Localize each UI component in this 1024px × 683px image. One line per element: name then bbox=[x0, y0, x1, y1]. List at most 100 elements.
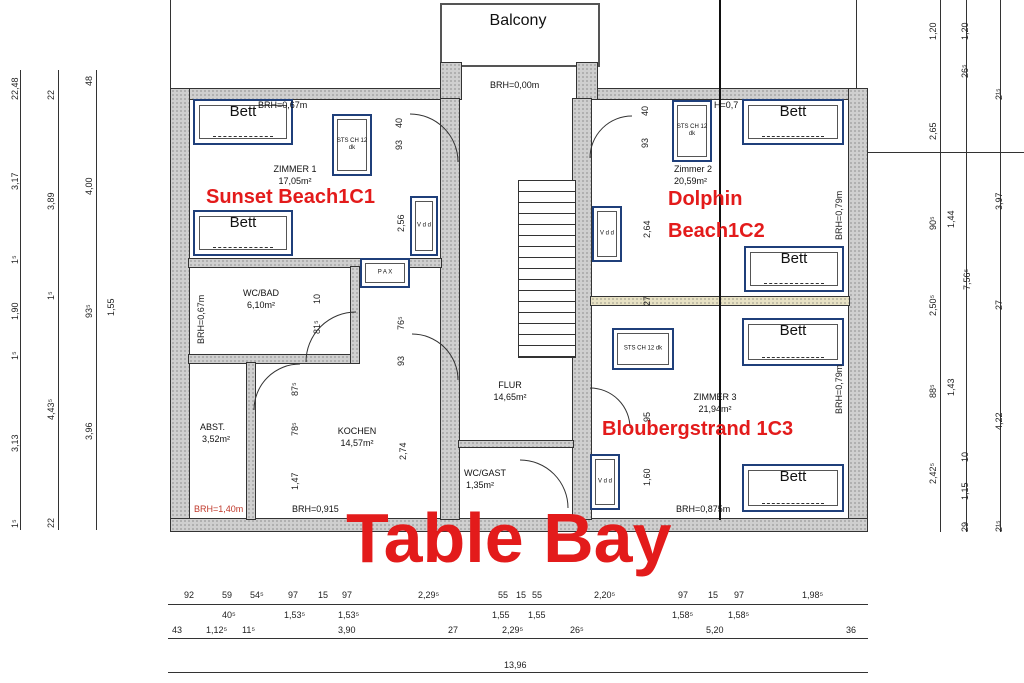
dim-b2-4: 27 bbox=[448, 625, 459, 635]
bed-label: Bett bbox=[229, 214, 257, 231]
z1-brh: BRH=0,67m bbox=[258, 100, 308, 110]
dim-b2-5: 2,29⁵ bbox=[502, 625, 524, 635]
bed-z1-top: Bett bbox=[193, 99, 293, 145]
z2-name: Zimmer 2 bbox=[674, 164, 712, 174]
kochen-name: KOCHEN bbox=[337, 426, 377, 436]
inner-dim-8: 76⁵ bbox=[396, 316, 406, 330]
abst-area: 3,52m² bbox=[202, 434, 231, 444]
bed-z3-bottom: Bett bbox=[742, 464, 844, 512]
z2-area: 20,59m² bbox=[674, 176, 708, 186]
wall-abst-right bbox=[246, 362, 256, 520]
bed-label: Bett bbox=[780, 250, 808, 267]
dim-line-bottom-2 bbox=[168, 638, 868, 639]
closet-z2: STS CH 12 dk bbox=[672, 100, 712, 162]
dim-b2-3: 3,90 bbox=[338, 625, 356, 635]
z1-area: 17,05m² bbox=[278, 176, 312, 186]
dim-line-right-1 bbox=[940, 0, 941, 532]
wall-balcony-left bbox=[440, 62, 462, 100]
z2-brh: BRH=0,79m bbox=[834, 190, 844, 240]
inner-dim-5: 2,64 bbox=[642, 220, 652, 238]
inner-dim-0: 40 bbox=[394, 117, 404, 128]
wc-name: WC/BAD bbox=[243, 288, 279, 298]
dim-line-right-3 bbox=[1000, 0, 1001, 532]
dim-b1-13: 97 bbox=[734, 590, 745, 600]
dim-b1b-3: 1,55 bbox=[492, 610, 510, 620]
wc-brh: BRH=0,67m bbox=[196, 294, 206, 344]
wall-right bbox=[848, 88, 868, 532]
z2-title-1: Dolphin bbox=[668, 188, 743, 210]
dim-line-left-2 bbox=[58, 70, 59, 530]
dim-b1-14: 1,98⁵ bbox=[802, 590, 824, 600]
dim-line-right-2 bbox=[966, 0, 967, 532]
dim-b2-6: 26⁵ bbox=[570, 625, 584, 635]
wall-wc-right bbox=[350, 266, 360, 364]
dim-b1-7: 55 bbox=[498, 590, 509, 600]
inner-dim-4: 93 bbox=[640, 137, 650, 148]
inner-dim-1: 93 bbox=[394, 139, 404, 150]
wall-corridor-right bbox=[572, 98, 592, 520]
dim-b1-9: 55 bbox=[532, 590, 543, 600]
inner-dim-2: 2,56 bbox=[396, 214, 406, 232]
dim-b1-1: 59 bbox=[222, 590, 233, 600]
closet-label: STS CH 12 dk bbox=[336, 138, 368, 151]
z2-title-2: Beach1C2 bbox=[668, 220, 765, 242]
inner-dim-15: 95 bbox=[642, 411, 652, 422]
closet-label: STS CH 12 dk bbox=[676, 124, 708, 137]
z1-title: Sunset Beach1C1 bbox=[206, 186, 375, 208]
dim-b1-8: 15 bbox=[516, 590, 527, 600]
inner-dim-11: 78⁵ bbox=[290, 422, 300, 436]
wcgast-name: WC/GAST bbox=[464, 468, 506, 478]
wall-balcony-right bbox=[576, 62, 598, 100]
dim-b2-8: 36 bbox=[846, 625, 857, 635]
dim-line-bottom-3 bbox=[168, 672, 868, 673]
dim-b1-6: 2,29⁵ bbox=[418, 590, 440, 600]
flur-name: FLUR bbox=[498, 380, 522, 390]
closet-label: STS CH 12 dk bbox=[623, 345, 663, 352]
z3-title: Bloubergstrand 1C3 bbox=[602, 418, 794, 440]
bed-label: Bett bbox=[779, 322, 807, 339]
dim-line-left-1 bbox=[20, 70, 21, 530]
z3-brh: BRH=0,79m bbox=[834, 364, 844, 414]
dim-b1b-1: 1,53⁵ bbox=[284, 610, 306, 620]
dim-line-bottom-1 bbox=[168, 604, 868, 605]
wall-left bbox=[170, 88, 190, 532]
dim-b1b-0: 40⁵ bbox=[222, 610, 236, 620]
wall-corridor-left bbox=[440, 98, 460, 520]
wall-z1-bottom bbox=[188, 258, 442, 268]
dim-b1b-5: 1,58⁵ bbox=[672, 610, 694, 620]
bed-label: Bett bbox=[779, 103, 807, 120]
kochen-area: 14,57m² bbox=[340, 438, 374, 448]
wall-top-left bbox=[170, 88, 462, 100]
wcgast-area: 1,35m² bbox=[466, 480, 495, 490]
dim-b2-2: 11⁵ bbox=[242, 625, 256, 635]
bed-z2-bottom: Bett bbox=[744, 246, 844, 292]
dim-b1b-4: 1,55 bbox=[528, 610, 546, 620]
dim-b1-5: 97 bbox=[342, 590, 353, 600]
dim-b2-0: 43 bbox=[172, 625, 183, 635]
balcony-label: Balcony bbox=[489, 12, 547, 29]
dim-b1b-2: 1,53⁵ bbox=[338, 610, 360, 620]
inner-dim-10: 87⁵ bbox=[290, 382, 300, 396]
wall-wcgast-top bbox=[458, 440, 574, 448]
dim-b1-4: 15 bbox=[318, 590, 329, 600]
outline-left-upper bbox=[170, 0, 171, 88]
closet-corridor: V d d bbox=[592, 206, 622, 262]
closet-label: P A X bbox=[377, 269, 393, 276]
inner-dim-7: 81⁵ bbox=[312, 320, 322, 334]
z1-name: ZIMMER 1 bbox=[273, 164, 317, 174]
closet-label: V d d bbox=[416, 222, 431, 229]
closet-label: V d d bbox=[597, 478, 612, 485]
closet-z3: STS CH 12 dk bbox=[612, 328, 674, 370]
dim-total: 13,96 bbox=[504, 660, 527, 670]
flur-area: 14,65m² bbox=[493, 392, 527, 402]
brh-0875: BRH=0,875m bbox=[676, 504, 731, 514]
z2-brh-top: H=0,7 bbox=[714, 100, 739, 110]
bed-z1-bottom: Bett bbox=[193, 210, 293, 256]
brh-top: BRH=0,00m bbox=[490, 80, 540, 90]
dim-b1-0: 92 bbox=[184, 590, 195, 600]
dim-b1-11: 97 bbox=[678, 590, 689, 600]
inner-dim-3: 40 bbox=[640, 105, 650, 116]
dim-b2-1: 1,12⁵ bbox=[206, 625, 228, 635]
z3-area: 21,94m² bbox=[698, 404, 732, 414]
